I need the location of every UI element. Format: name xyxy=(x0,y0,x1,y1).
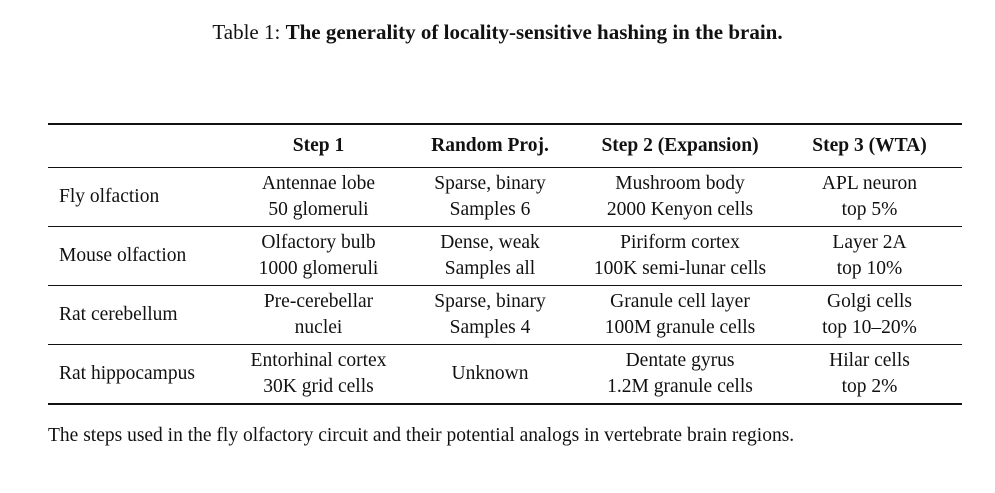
cell-line: Dentate gyrus xyxy=(625,350,735,371)
cell-line: Sparse, binary xyxy=(434,173,546,194)
step-3-cell: Layer 2A top 10% xyxy=(777,227,962,286)
cell-line: 100M granule cells xyxy=(604,317,756,338)
cell-line: 1.2M granule cells xyxy=(607,376,753,397)
cell-line: top 10% xyxy=(836,258,903,279)
cell-line: Sparse, binary xyxy=(434,291,546,312)
row-label: Mouse olfaction xyxy=(59,245,187,266)
step-3-cell: Golgi cells top 10–20% xyxy=(777,286,962,345)
step-1-cell: Entorhinal cortex 30K grid cells xyxy=(240,345,397,405)
table-row: Rat hippocampus Entorhinal cortex 30K gr… xyxy=(48,345,962,405)
row-label: Fly olfaction xyxy=(59,186,160,207)
row-label: Rat hippocampus xyxy=(59,363,195,384)
cell-line: Golgi cells xyxy=(826,291,913,312)
step-2-cell: Mushroom body 2000 Kenyon cells xyxy=(583,168,777,227)
table-header-row: Step 1 Random Proj. Step 2 (Expansion) S… xyxy=(48,124,962,168)
table-row: Fly olfaction Antennae lobe 50 glomeruli… xyxy=(48,168,962,227)
table-row: Mouse olfaction Olfactory bulb 1000 glom… xyxy=(48,227,962,286)
cell-line: 1000 glomeruli xyxy=(258,258,379,279)
header-corner xyxy=(48,124,240,168)
step-2-cell: Granule cell layer 100M granule cells xyxy=(583,286,777,345)
lsh-table: Step 1 Random Proj. Step 2 (Expansion) S… xyxy=(48,123,962,405)
cell-line: nuclei xyxy=(294,317,343,338)
cell-line: top 10–20% xyxy=(822,317,917,338)
caption-title: The generality of locality-sensitive has… xyxy=(285,20,783,44)
random-projection-cell: Dense, weak Samples all xyxy=(397,227,583,286)
cell-line: Mushroom body xyxy=(615,173,745,194)
header-step-3-wta: Step 3 (WTA) xyxy=(812,135,927,156)
cell-line: Samples 6 xyxy=(449,199,531,220)
header-step-2-expansion: Step 2 (Expansion) xyxy=(601,135,759,156)
table-row: Rat cerebellum Pre-cerebellar nuclei Spa… xyxy=(48,286,962,345)
step-1-cell: Olfactory bulb 1000 glomeruli xyxy=(240,227,397,286)
cell-line: Olfactory bulb xyxy=(261,232,376,253)
cell-line: 100K semi-lunar cells xyxy=(593,258,767,279)
cell-line: top 5% xyxy=(841,199,898,220)
header-step-1: Step 1 xyxy=(292,135,345,156)
caption-label: Table 1: xyxy=(212,20,281,44)
cell-line: Hilar cells xyxy=(829,350,910,371)
row-label: Rat cerebellum xyxy=(59,304,178,325)
cell-line: Samples 4 xyxy=(449,317,531,338)
random-projection-cell: Unknown xyxy=(397,345,583,405)
cell-line: Pre-cerebellar xyxy=(263,291,374,312)
cell-line: Layer 2A xyxy=(832,232,907,253)
cell-line: Samples all xyxy=(444,258,536,279)
header-random-projection: Random Proj. xyxy=(431,135,549,156)
cell-line: 50 glomeruli xyxy=(268,199,369,220)
step-3-cell: Hilar cells top 2% xyxy=(777,345,962,405)
step-2-cell: Dentate gyrus 1.2M granule cells xyxy=(583,345,777,405)
cell-line: APL neuron xyxy=(821,173,918,194)
random-projection-cell: Sparse, binary Samples 4 xyxy=(397,286,583,345)
cell-line: top 2% xyxy=(841,376,898,397)
cell-line: Entorhinal cortex xyxy=(250,350,387,371)
step-1-cell: Antennae lobe 50 glomeruli xyxy=(240,168,397,227)
step-3-cell: APL neuron top 5% xyxy=(777,168,962,227)
table-footnote: The steps used in the fly olfactory circ… xyxy=(48,425,795,446)
cell-line: 2000 Kenyon cells xyxy=(606,199,754,220)
table-caption: Table 1: The generality of locality-sens… xyxy=(0,18,995,46)
cell-line: Unknown xyxy=(451,363,529,384)
random-projection-cell: Sparse, binary Samples 6 xyxy=(397,168,583,227)
cell-line: Granule cell layer xyxy=(610,291,750,312)
cell-line: Dense, weak xyxy=(440,232,540,253)
cell-line: Antennae lobe xyxy=(261,173,376,194)
step-1-cell: Pre-cerebellar nuclei xyxy=(240,286,397,345)
cell-line: 30K grid cells xyxy=(263,376,374,397)
step-2-cell: Piriform cortex 100K semi-lunar cells xyxy=(583,227,777,286)
cell-line: Piriform cortex xyxy=(620,232,740,253)
